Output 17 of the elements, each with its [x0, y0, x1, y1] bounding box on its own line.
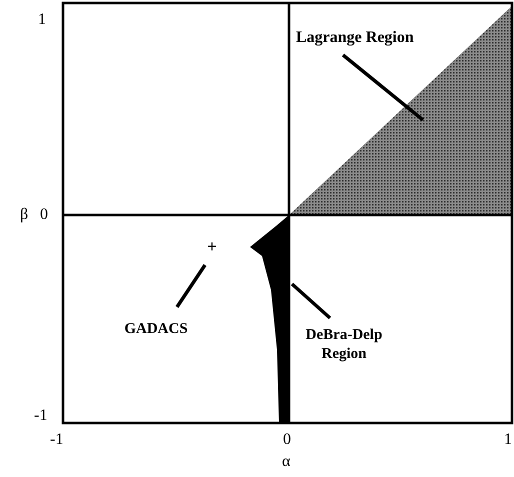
tick-label: 1 — [38, 10, 46, 30]
axis-label: β — [20, 205, 28, 225]
shaded-region — [289, 5, 513, 215]
tick-label: 0 — [40, 205, 48, 225]
region-label: GADACS — [104, 318, 208, 340]
filled-region — [250, 215, 289, 423]
axis-label: α — [282, 452, 290, 472]
region-label: Lagrange Region — [296, 26, 466, 50]
tick-label: -1 — [34, 406, 48, 426]
leader-line — [290, 282, 332, 320]
tick-label: 1 — [504, 430, 512, 450]
leader-line — [176, 264, 206, 308]
tick-label: 0 — [283, 430, 291, 450]
leader-line — [342, 54, 424, 122]
plus-marker: + — [204, 238, 220, 256]
tick-label: -1 — [50, 430, 64, 450]
region-label: DeBra-Delp Region — [296, 326, 392, 364]
